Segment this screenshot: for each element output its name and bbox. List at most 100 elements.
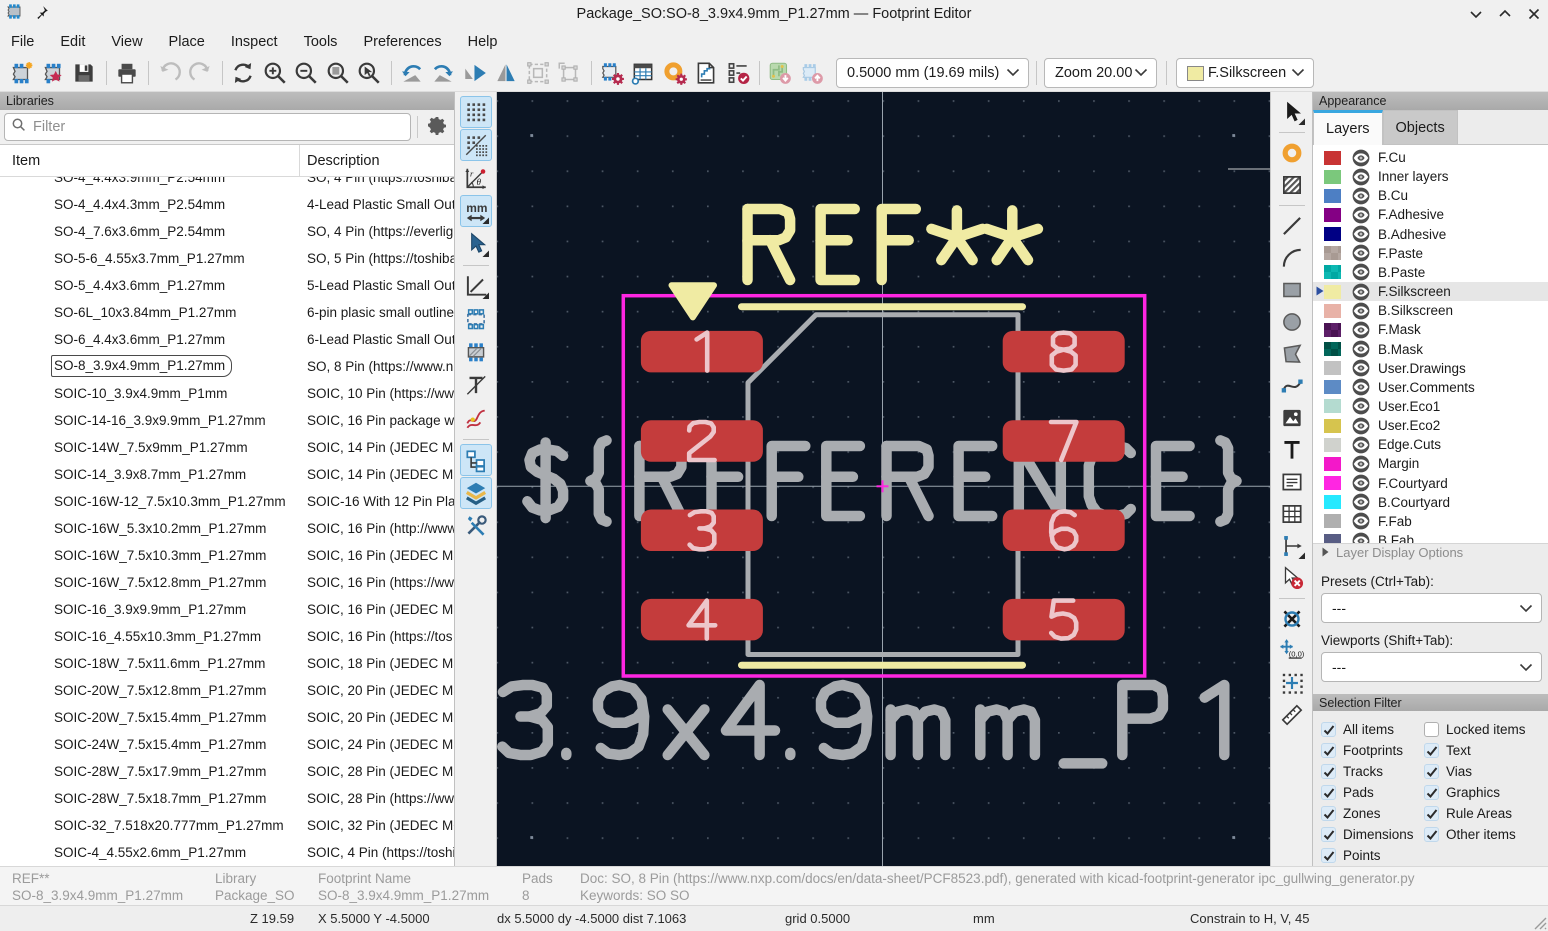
checkbox[interactable] xyxy=(1321,827,1336,842)
menu-inspect[interactable]: Inspect xyxy=(230,33,278,50)
menu-view[interactable]: View xyxy=(111,33,143,50)
insert-footprint-on-board-button[interactable] xyxy=(797,58,827,88)
checkbox[interactable] xyxy=(1321,743,1336,758)
layer-color-swatch[interactable] xyxy=(1324,207,1341,222)
layer-row-f-fab[interactable]: F.Fab xyxy=(1313,512,1548,531)
layer-row-f-silkscreen[interactable]: F.Silkscreen xyxy=(1313,282,1548,302)
menu-preferences[interactable]: Preferences xyxy=(363,33,442,50)
filter-dimensions[interactable]: Dimensions xyxy=(1321,824,1424,845)
origin-tool-button[interactable]: (0,0) xyxy=(1276,635,1308,667)
visibility-eye-icon[interactable] xyxy=(1352,187,1370,205)
filter-points[interactable]: Points xyxy=(1321,845,1424,866)
layer-color-swatch[interactable] xyxy=(1324,322,1341,337)
layer-row-b-silkscreen[interactable]: B.Silkscreen xyxy=(1313,301,1548,320)
pad-table-button[interactable] xyxy=(628,58,658,88)
layer-color-swatch[interactable] xyxy=(1324,495,1341,510)
layer-row-margin[interactable]: Margin xyxy=(1313,454,1548,473)
checkbox[interactable] xyxy=(1321,848,1336,863)
layer-row-b-cu[interactable]: B.Cu xyxy=(1313,186,1548,205)
new-footprint-wizard-button[interactable] xyxy=(38,58,68,88)
zoom-to-fit-button[interactable] xyxy=(323,58,353,88)
tab-layers[interactable]: Layers xyxy=(1313,110,1383,145)
filter-footprints[interactable]: Footprints xyxy=(1321,740,1424,761)
visibility-eye-icon[interactable] xyxy=(1352,225,1370,243)
layer-select[interactable]: F.Silkscreen xyxy=(1176,58,1314,88)
layer-row-user-eco2[interactable]: User.Eco2 xyxy=(1313,416,1548,435)
layer-row-f-courtyard[interactable]: F.Courtyard xyxy=(1313,474,1548,493)
library-settings-button[interactable] xyxy=(422,113,452,141)
layer-color-swatch[interactable] xyxy=(1324,476,1341,491)
maximize-button[interactable] xyxy=(1497,6,1513,22)
filter-pads[interactable]: Pads xyxy=(1321,782,1424,803)
menu-help[interactable]: Help xyxy=(467,33,498,50)
pad-1[interactable] xyxy=(640,330,763,373)
layer-color-swatch[interactable] xyxy=(1324,418,1341,433)
visibility-eye-icon[interactable] xyxy=(1352,532,1370,543)
rotate-cw-button[interactable] xyxy=(428,58,458,88)
visibility-eye-icon[interactable] xyxy=(1352,378,1370,396)
sketch-graphics-button[interactable] xyxy=(460,402,492,434)
layer-row-f-paste[interactable]: F.Paste xyxy=(1313,244,1548,263)
filter-locked-items[interactable]: Locked items xyxy=(1424,719,1544,740)
layer-color-swatch[interactable] xyxy=(1324,284,1341,299)
circle-tool-button[interactable] xyxy=(1276,306,1308,338)
select-tool-button[interactable] xyxy=(1276,96,1308,128)
table-header[interactable]: Item Description xyxy=(0,145,454,177)
pad-tool-button[interactable] xyxy=(1276,137,1308,169)
layer-color-swatch[interactable] xyxy=(1324,303,1341,318)
footprint-checker-button[interactable] xyxy=(723,58,753,88)
checkbox[interactable] xyxy=(1424,827,1439,842)
toggle-grid-button[interactable] xyxy=(459,96,492,128)
layers-manager-button[interactable] xyxy=(459,477,492,509)
layer-color-swatch[interactable] xyxy=(1324,227,1341,242)
layer-color-swatch[interactable] xyxy=(1324,246,1341,261)
textbox-tool-button[interactable] xyxy=(1276,466,1308,498)
presets-select[interactable]: --- xyxy=(1321,593,1542,623)
checkbox[interactable] xyxy=(1321,785,1336,800)
zoom-out-button[interactable] xyxy=(291,58,321,88)
units-mm-button[interactable]: mm xyxy=(459,195,492,227)
layer-color-swatch[interactable] xyxy=(1324,399,1341,414)
layer-row-user-eco1[interactable]: User.Eco1 xyxy=(1313,397,1548,416)
filter-vias[interactable]: Vias xyxy=(1424,761,1544,782)
close-button[interactable] xyxy=(1526,6,1542,22)
cursor-shape-button[interactable] xyxy=(460,228,492,260)
table-tool-button[interactable] xyxy=(1276,498,1308,530)
visibility-eye-icon[interactable] xyxy=(1352,512,1370,530)
checkbox[interactable] xyxy=(1424,806,1439,821)
measure-tool-button[interactable] xyxy=(1276,699,1308,731)
sketch-text-button[interactable] xyxy=(460,369,492,401)
menu-tools[interactable]: Tools xyxy=(303,33,338,50)
image-tool-button[interactable] xyxy=(1276,402,1308,434)
checkbox[interactable] xyxy=(1424,764,1439,779)
visibility-eye-icon[interactable] xyxy=(1352,397,1370,415)
visibility-eye-icon[interactable] xyxy=(1352,149,1370,167)
visibility-eye-icon[interactable] xyxy=(1352,244,1370,262)
visibility-eye-icon[interactable] xyxy=(1352,283,1370,301)
filter-all-items[interactable]: All items xyxy=(1321,719,1424,740)
save-button[interactable] xyxy=(69,58,99,88)
visibility-eye-icon[interactable] xyxy=(1352,168,1370,186)
layer-color-swatch[interactable] xyxy=(1324,169,1341,184)
layer-color-swatch[interactable] xyxy=(1324,361,1341,376)
visibility-eye-icon[interactable] xyxy=(1352,417,1370,435)
load-footprint-from-board-button[interactable] xyxy=(765,58,795,88)
text-tool-button[interactable] xyxy=(1276,434,1308,466)
properties-panel-button[interactable] xyxy=(460,510,492,542)
layer-row-f-cu[interactable]: F.Cu xyxy=(1313,148,1548,167)
rotate-ccw-button[interactable] xyxy=(397,58,427,88)
